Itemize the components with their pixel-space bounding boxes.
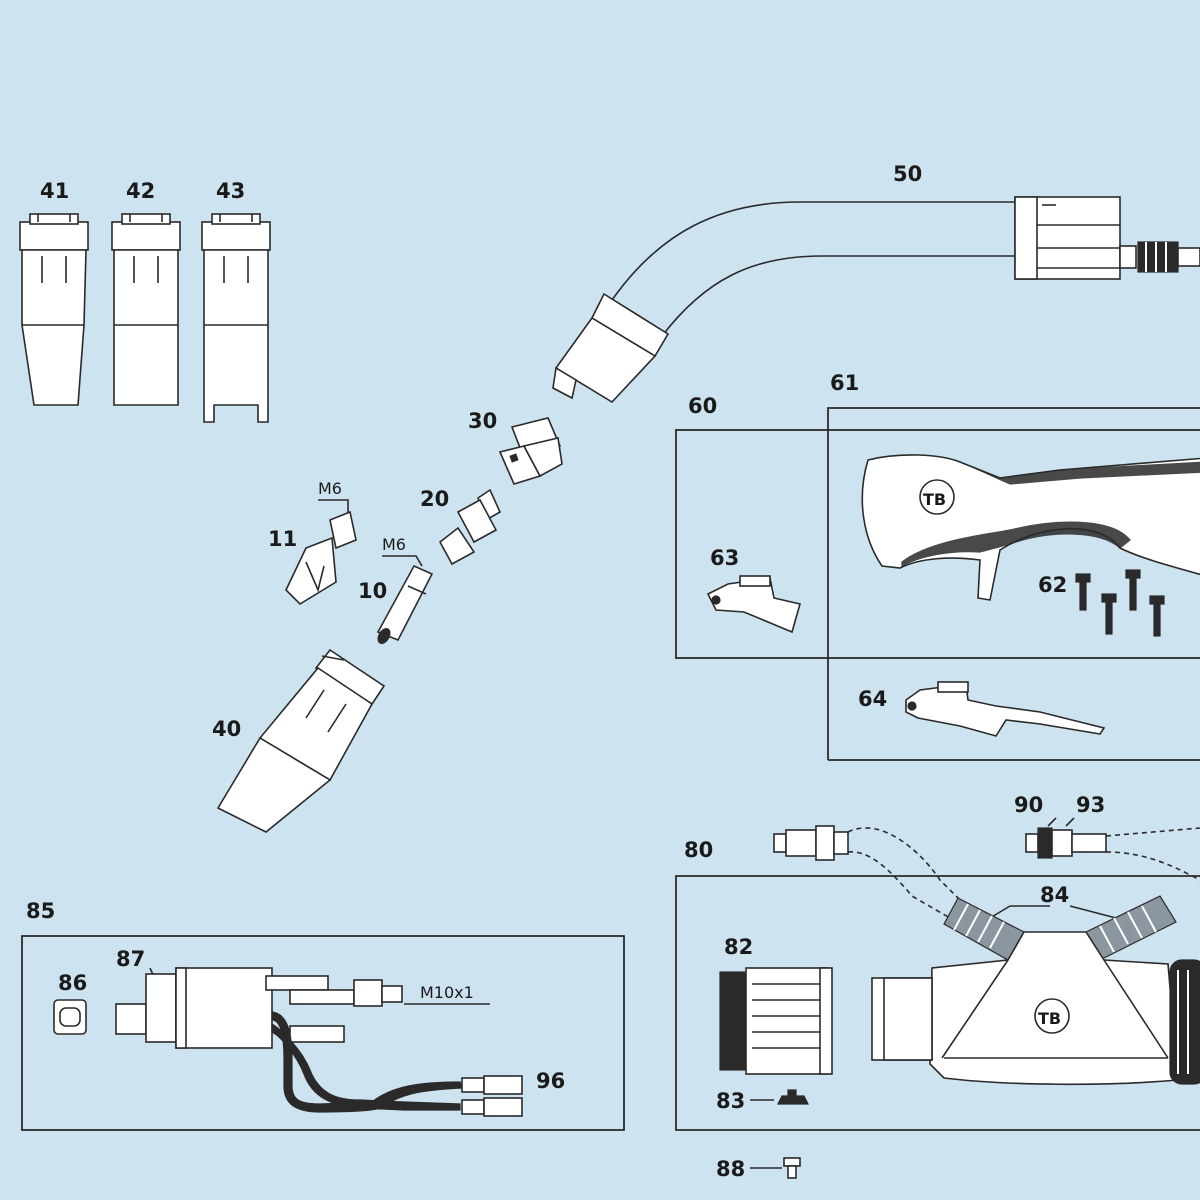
nozzle-41: 41 [19, 179, 89, 406]
screw-88: 88 [716, 1157, 801, 1181]
hose-sleeve-left [943, 897, 1025, 961]
connector-logo: TB [1038, 1009, 1061, 1028]
label-86: 86 [58, 971, 87, 995]
label-85: 85 [26, 899, 55, 923]
label-64: 64 [858, 687, 887, 711]
label-82: 82 [724, 935, 753, 959]
label-62: 62 [1038, 573, 1067, 597]
screws-62 [1075, 569, 1165, 637]
gas-diffuser-30: 30 [468, 409, 563, 485]
tip-adapter-20: 20 [420, 487, 502, 566]
hose-sleeve-right [1085, 895, 1177, 961]
label-42: 42 [126, 179, 155, 203]
central-connector-group: 80 90 93 84 [675, 793, 1200, 1131]
hose-nipple-right [1025, 827, 1107, 859]
label-87: 87 [116, 947, 145, 971]
swan-neck-50: 50 [552, 162, 1200, 404]
nozzle-43: 43 [201, 179, 271, 423]
label-30: 30 [468, 409, 497, 433]
switch-group: 85 86 87 M10x1 96 [21, 899, 625, 1131]
hose-nipple-left [773, 825, 849, 861]
label-83: 83 [716, 1089, 745, 1113]
thread-m6-mid: M6 [382, 535, 406, 554]
contact-tip-10: M6 10 [358, 535, 434, 644]
nozzle-42: 42 [111, 179, 181, 406]
coupling-nut-82 [719, 967, 833, 1075]
label-10: 10 [358, 579, 387, 603]
label-20: 20 [420, 487, 449, 511]
label-61: 61 [830, 371, 859, 395]
label-63: 63 [710, 546, 739, 570]
label-60: 60 [688, 394, 717, 418]
label-96: 96 [536, 1069, 565, 1093]
label-50: 50 [893, 162, 922, 186]
label-41: 41 [40, 179, 69, 203]
label-84: 84 [1040, 883, 1069, 907]
contact-tip-11: M6 11 [268, 479, 357, 606]
handle-group: 60 61 TB 63 62 64 [675, 371, 1200, 761]
label-90: 90 [1014, 793, 1043, 817]
nozzle-40: 40 [212, 648, 386, 833]
thread-m6-top: M6 [318, 479, 342, 498]
label-88: 88 [716, 1157, 745, 1181]
label-11: 11 [268, 527, 297, 551]
thread-m10: M10x1 [420, 983, 474, 1002]
label-93: 93 [1076, 793, 1105, 817]
label-40: 40 [212, 717, 241, 741]
label-80: 80 [684, 838, 713, 862]
handle-logo: TB [923, 490, 946, 509]
label-43: 43 [216, 179, 245, 203]
